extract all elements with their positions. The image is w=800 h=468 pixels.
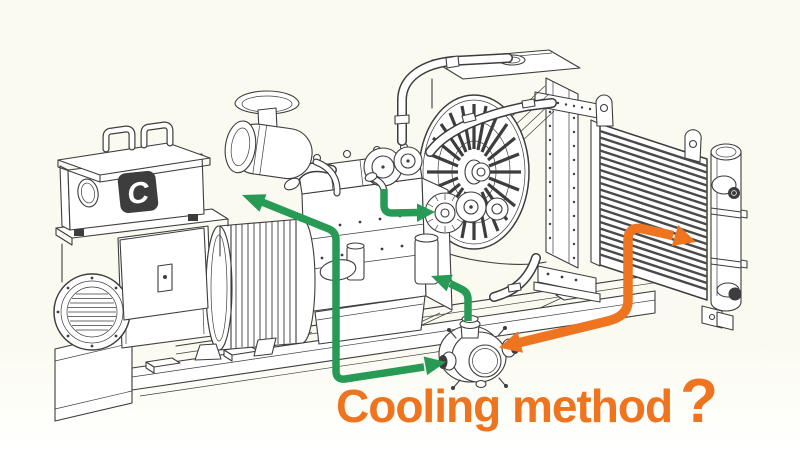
orange-arrowhead-to-pump [499,331,523,353]
green-pump-up-line [448,280,472,321]
caption: Cooling method ? [336,366,718,437]
caption-text: Cooling method [336,380,673,432]
air-cleaner [224,90,341,197]
exchanger-tank [710,143,748,312]
radiator-frame [545,77,579,269]
heat-exchanger [590,94,748,331]
green-arrowhead-to-engine [242,194,267,212]
orange-flow-line [518,223,675,348]
water-pump [438,314,520,390]
caption-question-mark: ? [680,367,718,436]
flow-engine-pump [242,189,472,383]
rain-cap [234,90,300,115]
alternator-blower [53,273,131,351]
logo-letter: C [126,176,152,211]
green-outlet-hook-line [380,189,418,217]
green-flow-line [260,198,425,383]
orange-arrowhead-to-exchanger [671,225,696,246]
control-box: C [55,121,229,321]
flow-pump-exchanger [499,223,696,353]
crank-pulley [424,162,509,234]
green-arrowhead-outlet [417,203,435,222]
engine-brand-logo: C [117,170,159,214]
green-arrowhead-pump-to-engine [431,274,453,292]
green-arrowhead-to-pump [423,356,446,376]
